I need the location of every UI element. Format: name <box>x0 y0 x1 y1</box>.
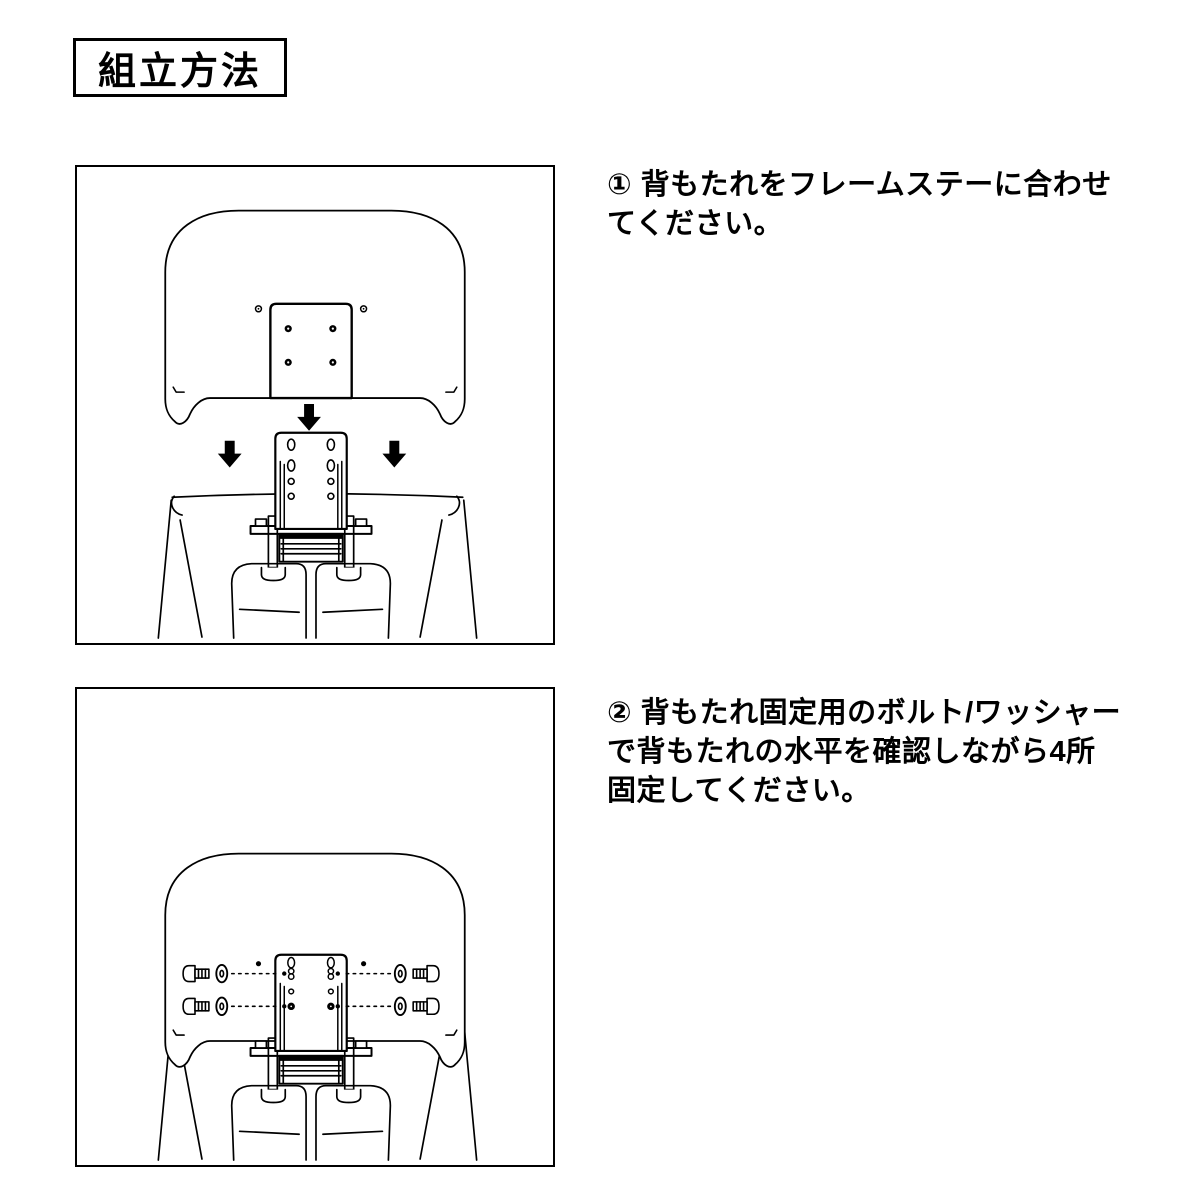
step-1-caption: ① 背もたれをフレームステーに合わせ てください。 <box>607 166 1112 244</box>
mounting-plate-holes <box>284 325 337 366</box>
down-arrow-icon <box>217 440 242 468</box>
backrest-side-holes <box>254 305 368 313</box>
step-1-illustration-frame <box>75 165 555 645</box>
step-2-line-1: ② 背もたれ固定用のボルト/ワッシャー <box>607 697 1122 729</box>
down-arrow-icon <box>382 440 407 468</box>
step-1-line-2: てください。 <box>607 208 784 240</box>
page-title: 組立方法 <box>97 51 262 93</box>
step-2-line-2: で背もたれの水平を確認しながら4所 <box>607 736 1096 768</box>
step-2-caption: ② 背もたれ固定用のボルト/ワッシャー で背もたれの水平を確認しながら4所 固定… <box>607 694 1121 811</box>
mounting-plate <box>254 302 368 400</box>
step-1-illustration <box>157 209 478 639</box>
step-2-illustration <box>157 852 478 1161</box>
backrest-side-holes <box>255 961 367 967</box>
step-1-line-1: ① 背もたれをフレームステーに合わせ <box>607 169 1112 201</box>
page-title-box: 組立方法 <box>73 38 287 97</box>
frame-stay-holes <box>287 956 335 1011</box>
frame-stay-holes <box>286 438 336 501</box>
step-2-line-3: 固定してください。 <box>607 775 871 807</box>
down-arrow-icon <box>297 404 321 431</box>
step-2-illustration-frame <box>75 687 555 1167</box>
